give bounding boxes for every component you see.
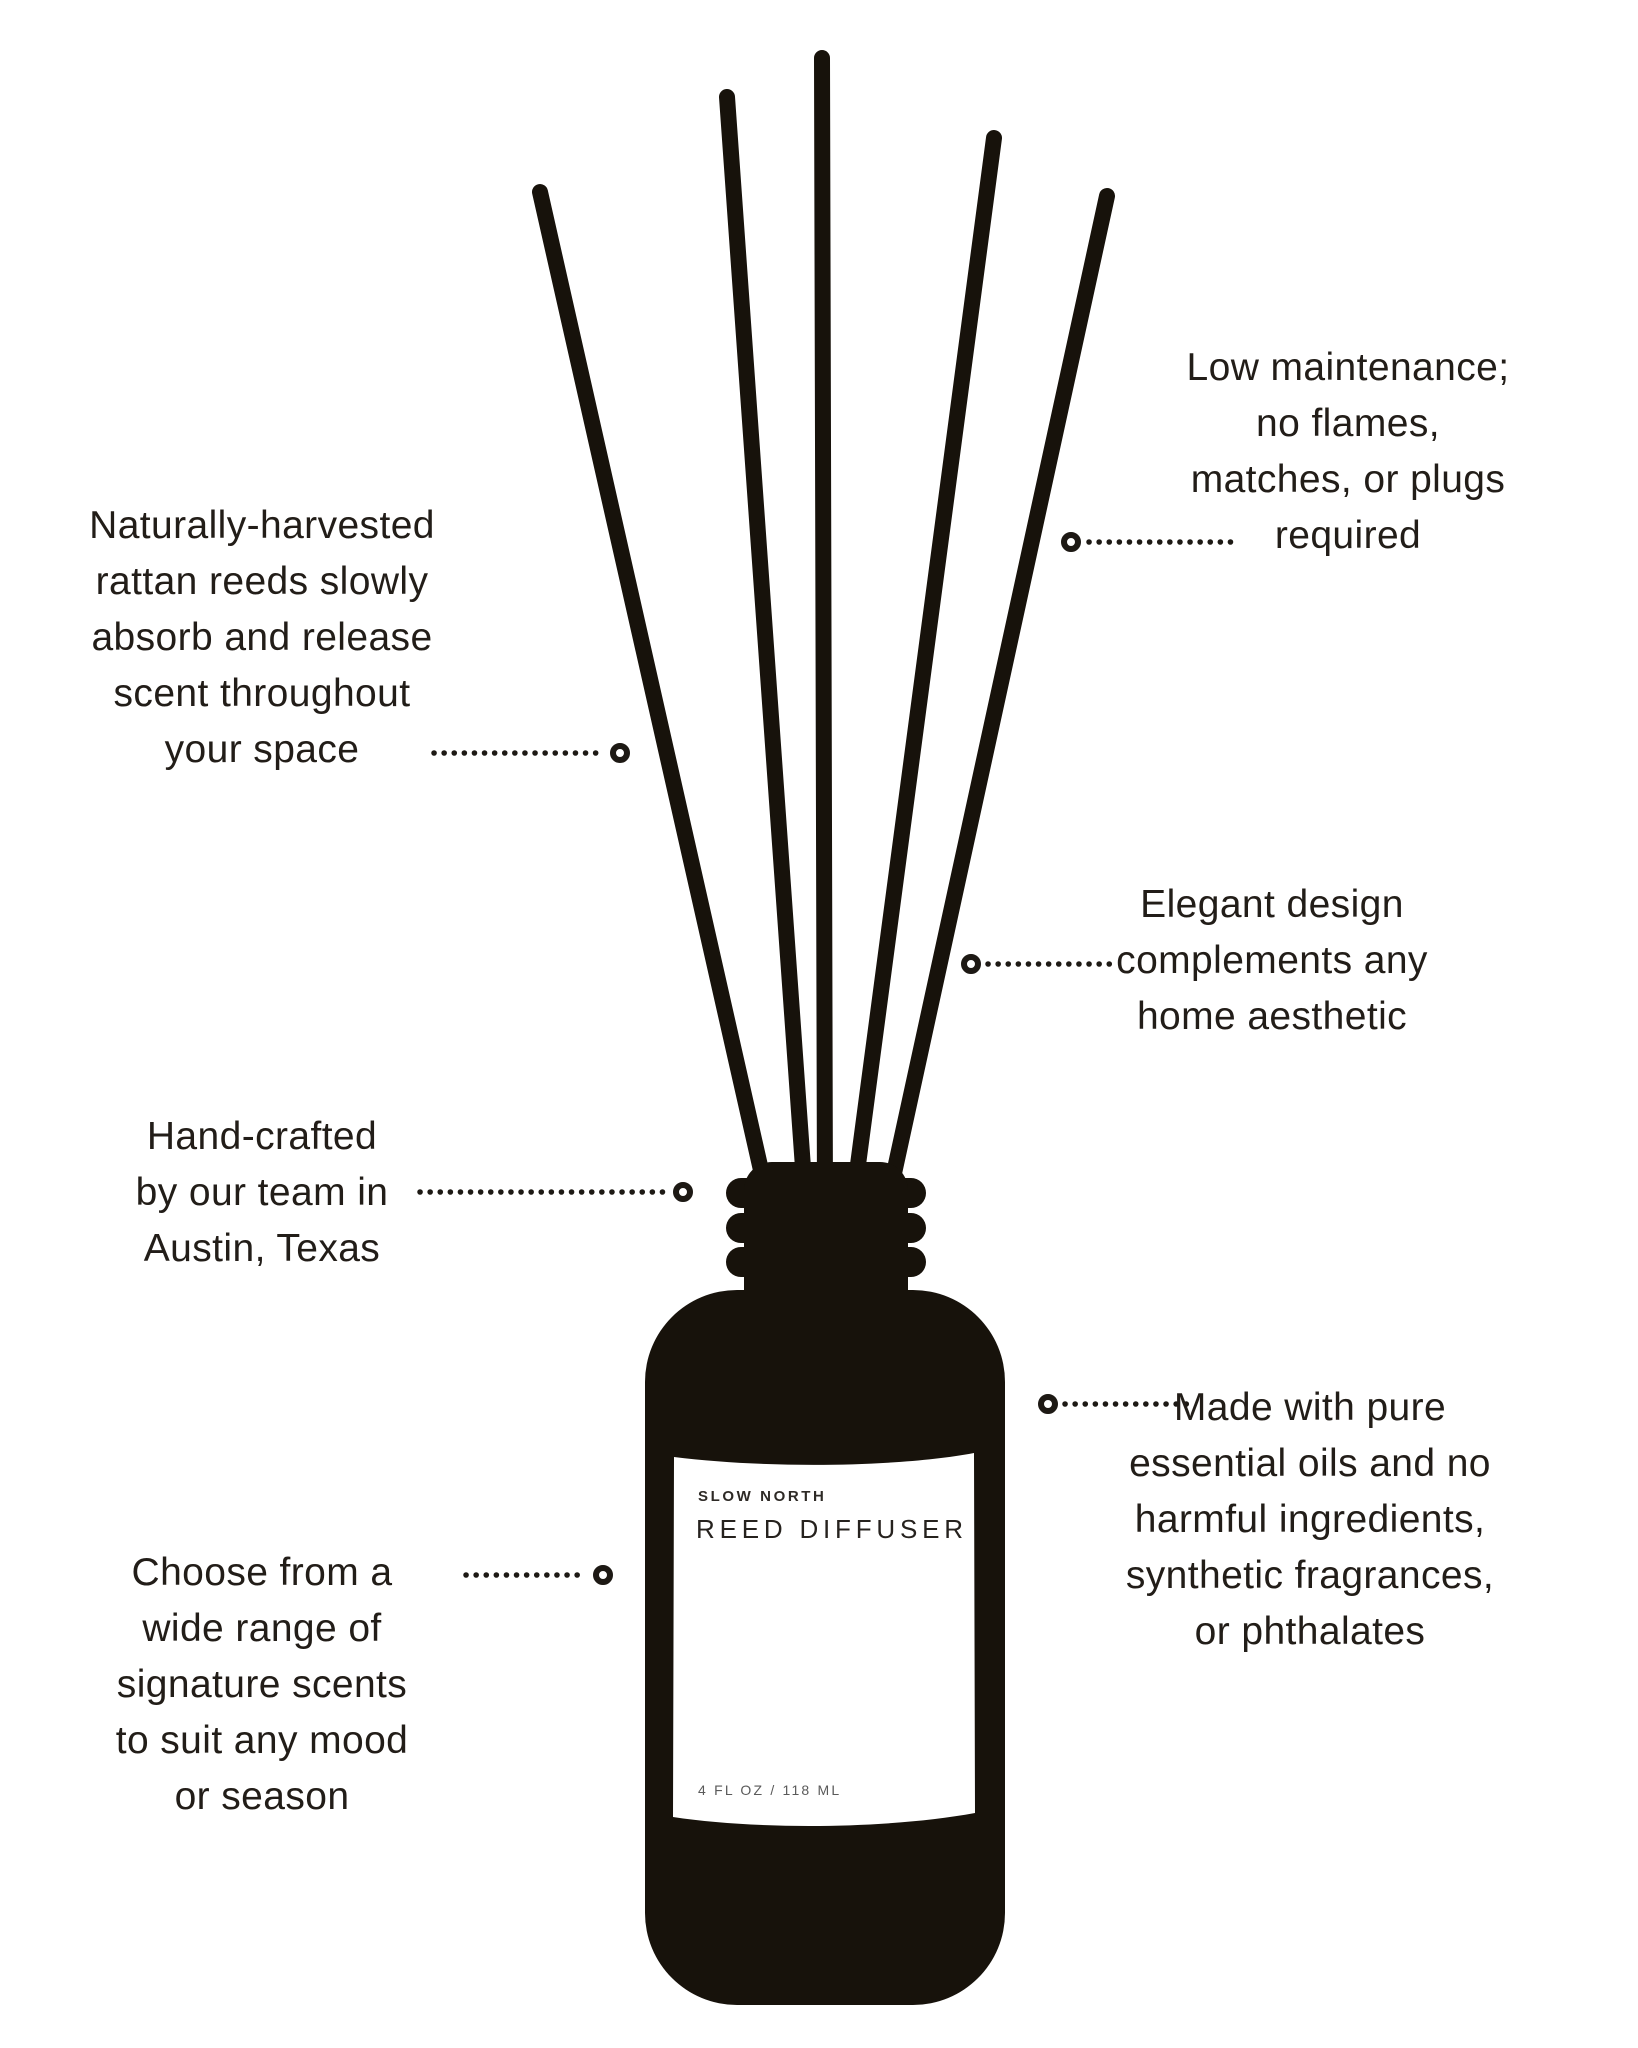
- callout-pure-ingredients: Made with pure essential oils and no har…: [1126, 1380, 1494, 1660]
- reed-3: [814, 50, 833, 1218]
- callout-line: Naturally-harvested: [89, 504, 435, 547]
- callout-line: Choose from a: [131, 1551, 393, 1594]
- callout-line: matches, or plugs: [1190, 458, 1506, 501]
- ring-marker-icon: [673, 1182, 693, 1202]
- callout-line: signature scents: [116, 1663, 408, 1706]
- callout-line: Elegant design: [1140, 883, 1404, 926]
- callout-hand-crafted: Hand-crafted by our team in Austin, Texa…: [136, 1109, 389, 1277]
- callout-line: Austin, Texas: [143, 1227, 381, 1270]
- callout-line: to suit any mood: [115, 1719, 409, 1762]
- callout-line: Low maintenance;: [1186, 346, 1510, 389]
- callout-line: or phthalates: [1194, 1610, 1426, 1653]
- callout-line: by our team in: [135, 1171, 389, 1214]
- callout-line: rattan reeds slowly: [95, 560, 429, 603]
- ring-marker-icon: [593, 1565, 613, 1585]
- callout-line: home aesthetic: [1136, 995, 1408, 1038]
- callout-line: absorb and release: [91, 616, 433, 659]
- ring-marker-icon: [1061, 532, 1081, 552]
- ring-marker-icon: [961, 954, 981, 974]
- callout-line: synthetic fragrances,: [1125, 1554, 1495, 1597]
- callout-line: no flames,: [1256, 402, 1440, 445]
- callout-line: required: [1274, 514, 1422, 557]
- reed-5: [878, 188, 1115, 1218]
- callout-line: wide range of: [142, 1607, 382, 1650]
- callout-natural-reeds: Naturally-harvested rattan reeds slowly …: [89, 498, 435, 778]
- bottle-silhouette: [645, 1162, 1005, 2005]
- callout-signature-scents: Choose from a wide range of signature sc…: [116, 1545, 409, 1825]
- callout-line: or season: [174, 1775, 350, 1818]
- ring-marker-icon: [610, 743, 630, 763]
- label-brand-name: SLOW NORTH: [698, 1488, 827, 1505]
- callout-leaders: [417, 539, 1240, 1578]
- label-shape: [673, 1453, 975, 1826]
- reeds: [532, 50, 1115, 1218]
- callout-line: Hand-crafted: [146, 1115, 378, 1158]
- callout-line: essential oils and no: [1129, 1442, 1491, 1485]
- label-product-name: REED DIFFUSER: [696, 1514, 968, 1544]
- reed-2: [719, 89, 814, 1218]
- callout-line: harmful ingredients,: [1134, 1498, 1486, 1541]
- bottle-label: SLOW NORTH REED DIFFUSER 4 FL OZ / 118 M…: [674, 1452, 974, 1816]
- callout-line: Made with pure: [1173, 1386, 1447, 1429]
- reed-4: [844, 130, 1002, 1218]
- label-volume-text: 4 FL OZ / 118 ML: [698, 1782, 842, 1798]
- reed-1: [532, 184, 778, 1218]
- callout-elegant-design: Elegant design complements any home aest…: [1116, 877, 1428, 1045]
- callout-line: scent throughout: [113, 672, 411, 715]
- callout-line: your space: [164, 728, 360, 771]
- callout-line: complements any: [1116, 939, 1428, 982]
- ring-marker-icon: [1038, 1394, 1058, 1414]
- callout-low-maintenance: Low maintenance; no flames, matches, or …: [1187, 340, 1510, 564]
- leader-ring-markers: [593, 532, 1081, 1585]
